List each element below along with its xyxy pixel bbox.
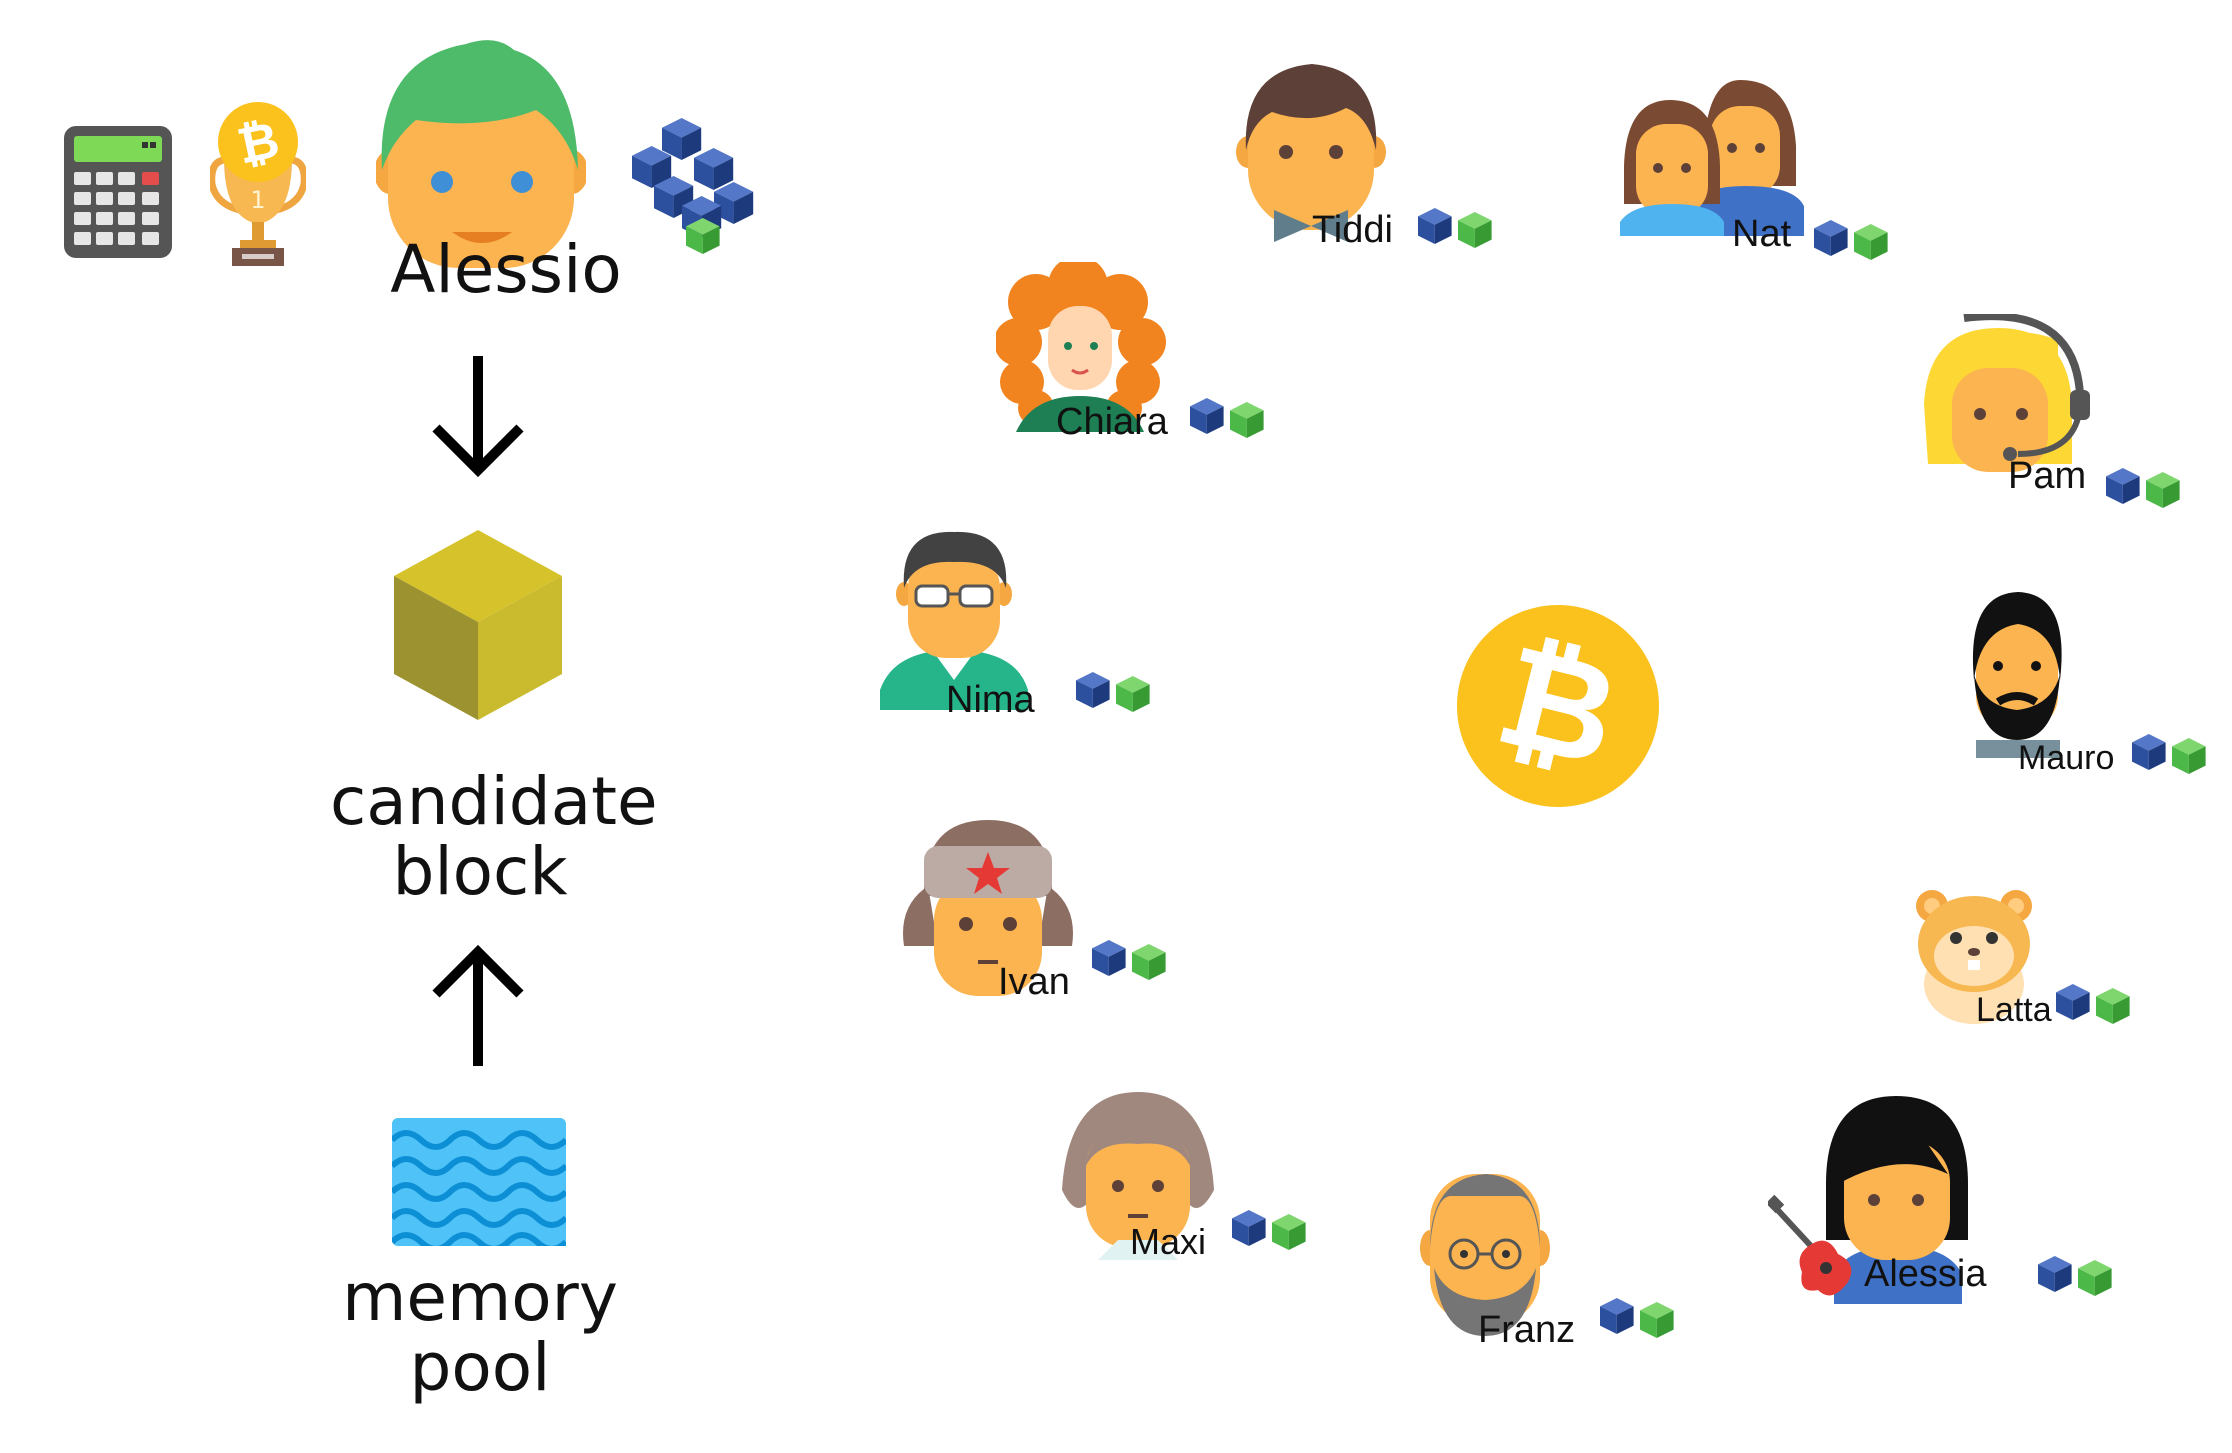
miner-avatar [376,40,586,270]
man-with-glasses-avatar [880,531,1028,710]
waves-icon [392,1118,566,1246]
cube-icon [394,530,562,720]
bitcoin-logo-icon: ₿ [1456,604,1660,808]
peer-name: Pam [2008,455,2087,497]
long-hair-man-avatar [1062,1092,1214,1260]
peer-name: Franz [1478,1309,1576,1351]
man-with-bowtie-avatar [1236,64,1386,242]
arrow-down-icon [428,356,528,480]
peer-blocks-icon [1814,220,1888,260]
peer-nat: Nat [1620,76,1920,276]
miner-name: Alessio [390,231,622,308]
man-with-ushanka-avatar [903,820,1073,996]
peer-blocks-icon [2038,1256,2112,1296]
arrow-up-icon [428,942,528,1066]
peer-nima: Nima [880,530,1180,730]
woman-with-guitar-avatar [1768,1096,1968,1304]
red-curly-hair-woman-avatar [996,262,1166,432]
blockchain-cubes-icon [632,118,754,256]
peer-blocks-icon [1418,208,1492,248]
peer-name: Nat [1732,213,1792,255]
peer-name: Maxi [1130,1221,1207,1262]
peer-blocks-icon [1232,1210,1306,1250]
peer-tiddi: Tiddi [1236,60,1506,260]
bald-man-with-glasses-avatar [1420,1174,1550,1336]
peer-name: Tiddi [1312,209,1393,251]
peer-maxi: Maxi [1058,1090,1328,1270]
peer-blocks-icon [1190,398,1264,438]
peer-pam: Pam [1918,314,2208,514]
peer-blocks-icon [1076,672,1150,712]
bitcoin-trophy-icon: ₿ 1 [210,100,306,268]
peer-alessia: Alessia [1768,1094,2128,1314]
peer-name: Latta [1976,991,2052,1029]
peer-blocks-icon [1092,940,1166,980]
woman-with-headset-avatar [1924,314,2090,472]
candidate-block-label-line1: candidate [330,763,658,840]
peer-name: Chiara [1056,401,1168,443]
calculator-icon [64,126,172,258]
peer-name: Ivan [998,961,1070,1003]
peer-ivan: Ivan [898,816,1188,1016]
peer-chiara: Chiara [996,262,1276,452]
peer-blocks-icon [2132,734,2206,774]
peer-name: Alessia [1864,1253,1987,1295]
peer-mauro: Mauro [1962,590,2232,790]
two-women-avatar [1620,80,1804,236]
peer-blocks-icon [1600,1298,1674,1338]
candidate-block-label-line2: block [392,833,568,910]
bearded-man-avatar [1972,592,2062,758]
peer-blocks-icon [2106,468,2180,508]
memory-pool-label-line1: memory [342,1259,618,1336]
peer-franz: Franz [1420,1168,1700,1358]
peer-latta: Latta [1914,884,2204,1044]
svg-text:1: 1 [250,186,265,214]
peer-name: Nima [946,679,1035,721]
peer-blocks-icon [2056,984,2130,1024]
memory-pool-label-line2: pool [409,1329,551,1406]
hamster-avatar [1916,890,2032,1024]
peer-name: Mauro [2018,739,2115,777]
